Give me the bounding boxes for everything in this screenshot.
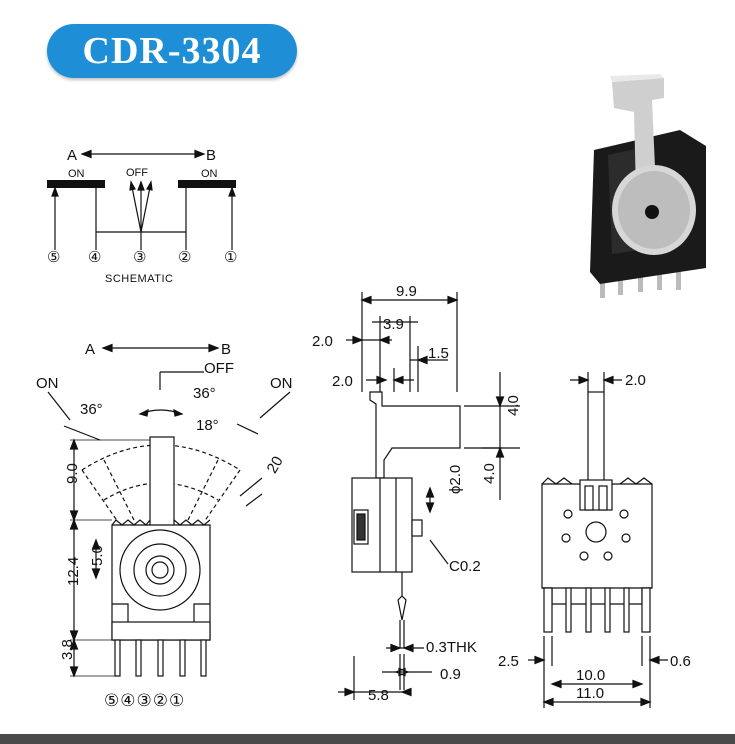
front-off: OFF [204,360,234,377]
schematic-pin-4: ④ [88,249,101,266]
front-angle-mid: 36° [193,385,216,402]
front-dim-9: 9.0 [64,463,81,484]
rear-dim-11-0: 11.0 [576,685,604,702]
front-angle-left: 36° [80,401,103,418]
schematic-pin-2: ② [178,249,191,266]
front-dim-5: 5.0 [89,545,106,566]
side-dim-2-0b: 2.0 [332,373,353,390]
side-dim-4-0a: 4.0 [505,395,522,416]
schematic-on-left: ON [68,168,85,180]
side-dim-5-8: 5.8 [368,687,389,704]
front-b: B [221,341,231,358]
model-title: CDR-3304 [82,30,262,72]
side-dim-2-0a: 2.0 [312,333,333,350]
side-dim-0-9: 0.9 [440,666,461,683]
product-illustration [590,74,706,298]
side-view: 9.9 3.9 2.0 1.5 2.0 [312,283,522,704]
schematic-a: A [67,147,77,164]
front-on-right: ON [270,375,293,392]
schematic-on-right: ON [201,168,218,180]
rear-dim-2-5: 2.5 [498,653,519,670]
schematic-b: B [206,147,216,164]
front-dim-12-4: 12.4 [65,557,82,586]
rear-dim-2-0: 2.0 [625,372,646,389]
schematic-diagram: A B ON ON OFF ⑤ ④ ③ ② ① SCHEMATIC [47,147,237,285]
schematic-pin-5: ⑤ [47,249,60,266]
schematic-pin-3: ③ [133,249,146,266]
schematic-off: OFF [126,167,148,179]
side-dim-c0-2: C0.2 [449,558,481,575]
rear-dim-10-0: 10.0 [576,667,605,684]
front-dim-3-8: 3.8 [59,639,76,660]
model-badge: CDR-3304 [47,24,297,78]
front-dim-20: 20 [264,453,287,476]
side-dim-thk: 0.3THK [426,639,477,656]
schematic-contact-right [178,180,236,188]
front-view: A B OFF ON ON 36° 36° 18° 20 [36,341,293,710]
rear-view: 2.0 2.5 0.6 10. [498,372,691,708]
rear-dim-0-6: 0.6 [670,653,691,670]
side-dim-3-9: 3.9 [383,316,404,333]
schematic-arrowheads [80,149,206,159]
front-on-left: ON [36,375,59,392]
schematic-pin-1: ① [224,249,237,266]
side-dim-phi: ϕ2.0 [447,465,464,494]
schematic-label: SCHEMATIC [105,273,173,285]
side-dim-4-0b: 4.0 [481,463,498,484]
front-angle-center: 18° [196,417,219,434]
schematic-contact-left [47,180,105,188]
bottom-rule [0,734,735,744]
front-a: A [85,341,95,358]
front-pin-numbers: ⑤④③②① [104,691,185,710]
side-dim-1-5: 1.5 [428,345,449,362]
side-dim-9-9: 9.9 [396,283,417,300]
